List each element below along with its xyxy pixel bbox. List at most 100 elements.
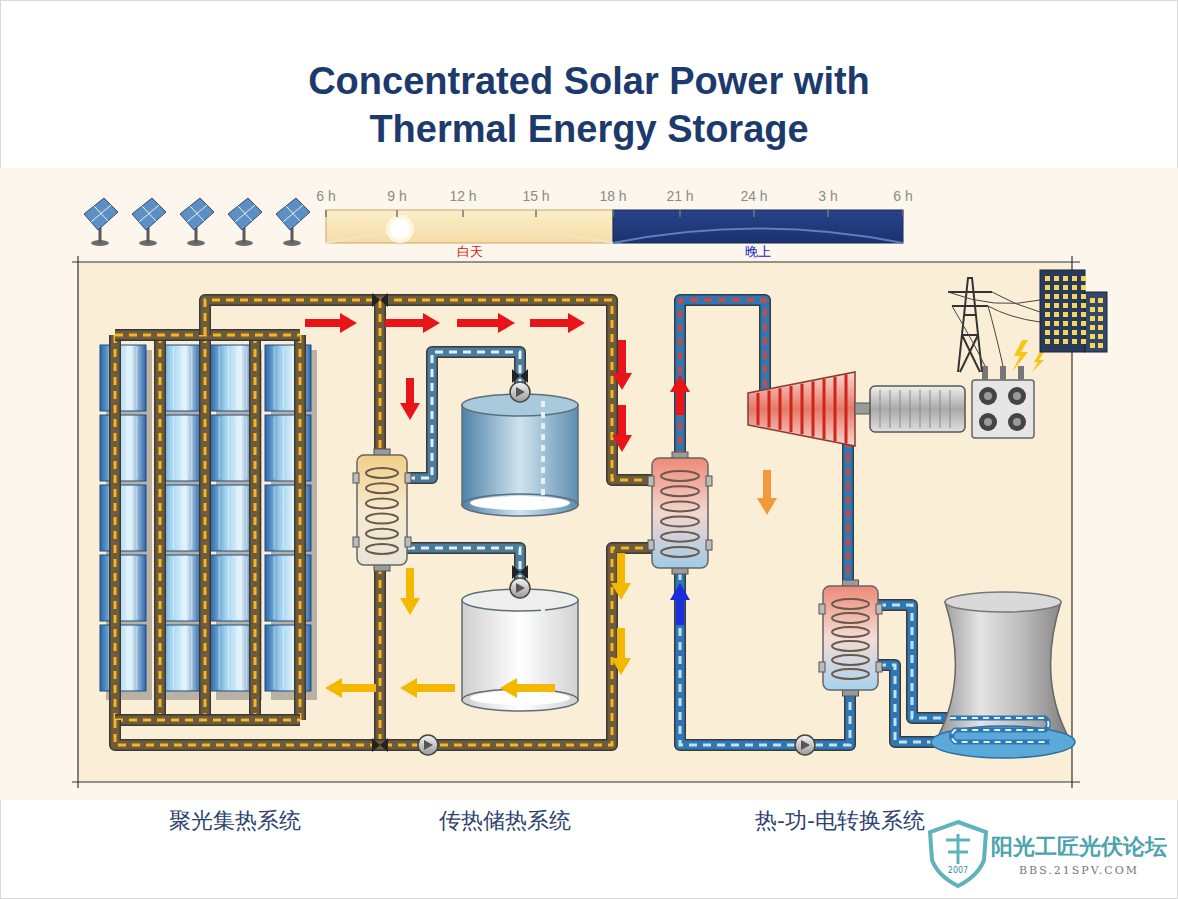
window xyxy=(1081,330,1086,335)
flow-arrow xyxy=(612,405,632,452)
generator-rib xyxy=(900,390,901,428)
window xyxy=(1081,312,1086,317)
window xyxy=(1098,316,1103,321)
night-band-fill xyxy=(613,210,903,243)
window xyxy=(1081,321,1086,326)
window xyxy=(1054,339,1059,344)
tick-mark xyxy=(827,210,829,217)
tower-coil-flow xyxy=(950,718,1050,742)
window xyxy=(1045,303,1050,308)
sun-glow xyxy=(386,215,414,243)
pipe-flow xyxy=(847,440,850,588)
lightning xyxy=(1012,340,1028,372)
mirror-stripe xyxy=(228,347,229,409)
transformer-coil-core xyxy=(984,392,992,400)
exchanger-nozzle xyxy=(648,476,654,486)
pipe xyxy=(205,300,652,480)
mirror-stripe xyxy=(292,347,293,409)
mirror-stripe xyxy=(283,417,284,479)
trough-mirror xyxy=(100,415,146,481)
pipe-flow xyxy=(680,300,765,458)
mirror-stripe xyxy=(292,487,293,549)
flow-arrow xyxy=(400,378,420,420)
window xyxy=(1045,330,1050,335)
heliostat-grid xyxy=(235,205,255,222)
mirror-stripe xyxy=(274,417,275,479)
night-band: 晚上 xyxy=(613,210,903,243)
window xyxy=(1054,321,1059,326)
exchanger-nozzle xyxy=(819,662,825,672)
exchanger-coil xyxy=(366,483,398,493)
flow-arrow xyxy=(612,340,632,390)
exchanger-coil xyxy=(832,655,869,665)
mirror-stripe xyxy=(182,487,183,549)
mirror-stripe xyxy=(182,557,183,619)
mirror-stripe xyxy=(237,417,238,479)
pipe xyxy=(251,335,260,720)
trough-mirror xyxy=(100,485,146,551)
tank-inner xyxy=(470,691,570,705)
exchanger-coil xyxy=(366,544,398,554)
heat-exchanger xyxy=(823,586,878,690)
mirror-stripe xyxy=(182,347,183,409)
exchanger-coil xyxy=(832,613,869,623)
mirror-stripe xyxy=(127,347,128,409)
tower-top xyxy=(945,592,1061,612)
mirror-stripe xyxy=(136,347,137,409)
pipe-edge xyxy=(680,300,765,458)
generator-rib xyxy=(910,390,911,428)
window xyxy=(1054,312,1059,317)
exchanger-nozzle xyxy=(876,604,882,614)
flow-arrow xyxy=(325,678,376,698)
window xyxy=(1081,339,1086,344)
power-line xyxy=(952,306,1003,366)
tick-label: 6 h xyxy=(316,188,335,205)
window xyxy=(1072,321,1077,326)
window xyxy=(1063,339,1068,344)
window xyxy=(1063,330,1068,335)
day-band: 白天 xyxy=(326,210,613,243)
turbine xyxy=(748,372,855,446)
system-label: 聚光集热系统 xyxy=(169,808,301,834)
heliostat-grid xyxy=(91,205,111,222)
mirror-stripe xyxy=(274,627,275,689)
generator-rib xyxy=(940,390,941,428)
generator-rib xyxy=(880,390,881,428)
transformer-coil xyxy=(1008,413,1026,431)
window xyxy=(1072,276,1077,281)
shaft xyxy=(855,403,871,414)
pump-arrow xyxy=(516,387,525,397)
pipe-flow xyxy=(254,335,257,720)
moon-arc xyxy=(613,229,903,244)
mirror-stripe xyxy=(136,627,137,689)
pipe-edge xyxy=(407,548,520,595)
pipe-flow xyxy=(299,335,302,720)
mirror-stripe xyxy=(246,627,247,689)
mirror-stripe xyxy=(283,627,284,689)
exchanger-nozzle xyxy=(819,604,825,614)
transformer-coil xyxy=(979,387,997,405)
mirror-stripe xyxy=(136,487,137,549)
window xyxy=(1090,325,1095,330)
exchanger-coil xyxy=(366,498,398,508)
transformer-coil-core xyxy=(1013,418,1021,426)
turbine-blade xyxy=(834,377,837,442)
title: Concentrated Solar Power with Thermal En… xyxy=(269,57,909,153)
mirror-stripe xyxy=(228,627,229,689)
building xyxy=(1040,270,1085,352)
pipe-edge xyxy=(115,548,652,745)
pylon xyxy=(948,278,992,372)
heliostat-grid xyxy=(187,205,207,222)
tick-mark xyxy=(462,210,464,217)
tower-coil xyxy=(950,718,1050,742)
pipe-flow xyxy=(205,300,652,480)
pipe-edge xyxy=(842,440,854,588)
mirror-stripe xyxy=(237,347,238,409)
trough-mirror xyxy=(100,625,146,691)
exchanger-coil xyxy=(832,641,869,651)
generator-rib xyxy=(890,390,891,428)
exchanger-coil xyxy=(832,669,869,679)
cooling-tower xyxy=(935,602,1071,742)
heliostat-mirror xyxy=(276,198,310,230)
